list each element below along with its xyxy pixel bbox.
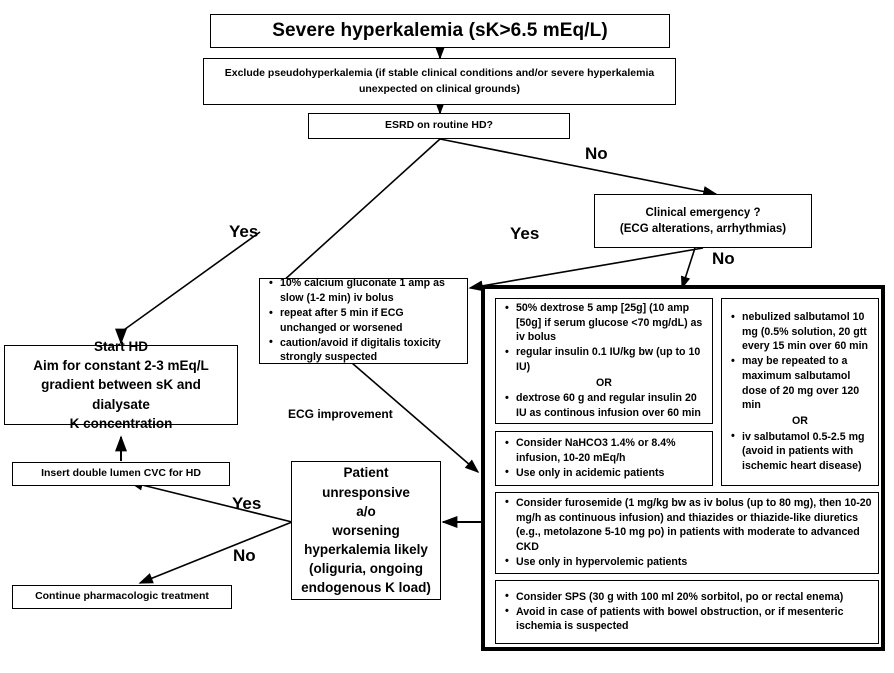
node-esrd-on-routine-hd: ESRD on routine HD? [308, 113, 570, 139]
emergency-line-2: (ECG alterations, arrhythmias) [619, 223, 787, 235]
exclude-text: Exclude pseudohyperkalemia (if stable cl… [224, 67, 655, 95]
edge-label-esrd-no: No [585, 144, 608, 163]
furosemide-bullet-1: Consider furosemide (1 mg/kg bw as iv bo… [505, 495, 872, 554]
calcium-bullet-list: 10% calcium gluconate 1 amp as slow (1-2… [260, 276, 467, 365]
cvc-text: Insert double lumen CVC for HD [41, 467, 201, 480]
node-patient-unresponsive: Patient unresponsive a/o worsening hyper… [291, 461, 441, 600]
calcium-bullet-1: 10% calcium gluconate 1 amp as slow (1-2… [269, 276, 461, 305]
edge-label-patient-yes: Yes [232, 494, 262, 513]
patient-line-2: unresponsive [322, 484, 410, 500]
patient-line-3: a/o [356, 503, 376, 519]
furosemide-bullet-list: Consider furosemide (1 mg/kg bw as iv bo… [496, 495, 878, 570]
pharmacologic-treatment-group: 50% dextrose 5 amp [25g] (10 amp [50g] i… [481, 285, 885, 651]
edge-label-emergency-no: No [712, 249, 735, 268]
edge-label-ecg-improvement: ECG improvement [288, 407, 393, 421]
edge-label-esrd-yes: Yes [229, 222, 259, 241]
bicarb-bullet-list: Consider NaHCO3 1.4% or 8.4% infusion, 1… [496, 436, 712, 481]
bicarb-bullet-2: Use only in acidemic patients [505, 465, 706, 481]
node-sps-sorbitol: Consider SPS (30 g with 100 ml 20% sorbi… [495, 580, 879, 644]
start-hd-line-4: K concentration [69, 415, 173, 431]
dextrose-bullet-list: 50% dextrose 5 amp [25g] (10 amp [50g] i… [496, 301, 712, 421]
furosemide-bullet-2: Use only in hypervolemic patients [505, 554, 872, 570]
start-hd-line-3: gradient between sK and dialysate [41, 377, 201, 412]
node-furosemide-thiazides: Consider furosemide (1 mg/kg bw as iv bo… [495, 492, 879, 574]
sps-bullet-2: Avoid in case of patients with bowel obs… [505, 604, 872, 634]
start-hd-line-2: Aim for constant 2-3 mEq/L [33, 358, 209, 374]
node-calcium-gluconate: 10% calcium gluconate 1 amp as slow (1-2… [259, 276, 468, 365]
continue-text: Continue pharmacologic treatment [35, 590, 209, 603]
node-dextrose-insulin: 50% dextrose 5 amp [25g] (10 amp [50g] i… [495, 298, 713, 424]
node-insert-cvc: Insert double lumen CVC for HD [12, 462, 230, 486]
node-sodium-bicarbonate: Consider NaHCO3 1.4% or 8.4% infusion, 1… [495, 431, 713, 486]
node-salbutamol: nebulized salbutamol 10 mg (0.5% solutio… [721, 298, 879, 486]
dextrose-bullet-2: regular insulin 0.1 IU/kg bw (up to 10 I… [505, 345, 706, 374]
start-hd-line-1: Start HD [93, 339, 148, 355]
patient-line-6: (oliguria, ongoing [309, 561, 423, 577]
sps-bullet-list: Consider SPS (30 g with 100 ml 20% sorbi… [496, 589, 878, 635]
node-continue-pharmacologic: Continue pharmacologic treatment [12, 585, 232, 609]
node-clinical-emergency: Clinical emergency ? (ECG alterations, a… [594, 194, 812, 248]
node-exclude-pseudohyperkalemia: Exclude pseudohyperkalemia (if stable cl… [203, 58, 676, 105]
patient-line-5: hyperkalemia likely [304, 542, 428, 558]
salbutamol-bullet-list: nebulized salbutamol 10 mg (0.5% solutio… [722, 310, 878, 474]
node-severe-hyperkalemia: Severe hyperkalemia (sK>6.5 mEq/L) [210, 14, 670, 48]
bicarb-bullet-1: Consider NaHCO3 1.4% or 8.4% infusion, 1… [505, 436, 706, 465]
salbutamol-or-label: OR [792, 414, 808, 427]
node-title-text: Severe hyperkalemia (sK>6.5 mEq/L) [272, 20, 608, 41]
calcium-bullet-3: caution/avoid if digitalis toxicity stro… [269, 335, 461, 365]
salbutamol-bullet-3: iv salbutamol 0.5-2.5 mg (avoid in patie… [731, 429, 872, 474]
node-start-hd: Start HD Aim for constant 2-3 mEq/L grad… [4, 339, 238, 431]
dextrose-bullet-1: 50% dextrose 5 amp [25g] (10 amp [50g] i… [505, 301, 706, 345]
calcium-bullet-2: repeat after 5 min if ECG unchanged or w… [269, 306, 461, 335]
esrd-text: ESRD on routine HD? [385, 119, 493, 132]
dextrose-bullet-3: dextrose 60 g and regular insulin 20 IU … [505, 391, 706, 420]
salbutamol-bullet-1: nebulized salbutamol 10 mg (0.5% solutio… [731, 310, 872, 354]
dextrose-or-label: OR [596, 376, 612, 389]
emergency-line-1: Clinical emergency ? [645, 206, 761, 219]
edge-label-patient-no: No [233, 546, 256, 565]
patient-line-4: worsening [332, 522, 400, 538]
patient-line-7: endogenous K load) [301, 580, 431, 596]
patient-line-1: Patient [343, 465, 389, 481]
salbutamol-bullet-2: may be repeated to a maximum salbutamol … [731, 354, 872, 412]
edge-label-emergency-yes: Yes [510, 224, 540, 243]
sps-bullet-1: Consider SPS (30 g with 100 ml 20% sorbi… [505, 589, 872, 605]
